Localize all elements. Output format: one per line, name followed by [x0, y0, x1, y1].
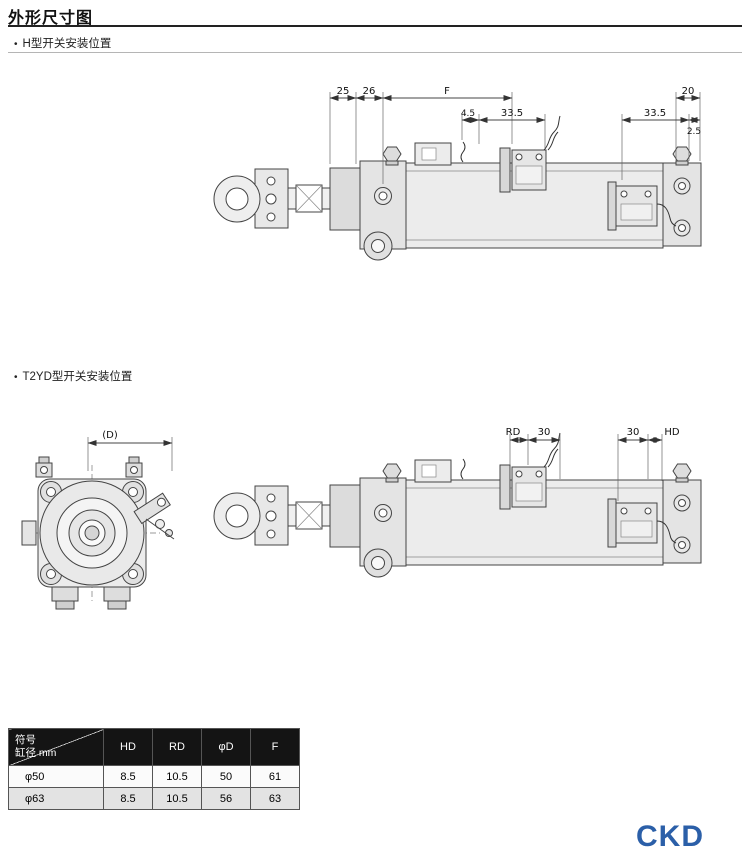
corner-bore-label: 缸径 mm — [15, 747, 57, 759]
table-corner-cell: 符号 缸径 mm — [8, 728, 104, 766]
dim-33-5-front-label: 33.5 — [501, 108, 523, 119]
dim-4-5-label: 4.5 — [461, 109, 475, 119]
side-tab — [21, 520, 37, 546]
bullet-icon: • — [14, 39, 18, 50]
dim-D-label: (D) — [102, 430, 118, 441]
end-view-flange — [21, 456, 175, 610]
value-cell: 61 — [250, 765, 300, 788]
dim-25-label: 25 — [337, 86, 350, 97]
dim-30-rear-label: 30 — [627, 427, 640, 438]
col-header-hd: HD — [103, 728, 153, 766]
dim-30-front-label: 30 — [538, 427, 551, 438]
mount-bolt-hole — [46, 487, 56, 497]
section-h-type-label: H型开关安装位置 — [22, 38, 112, 50]
dim-RD-label: RD — [506, 427, 521, 438]
end-view-drawing: (D) — [21, 430, 175, 610]
dim-26-label: 26 — [363, 86, 376, 97]
t2yd-switch-bracket — [133, 492, 171, 525]
dim-2-5-label: 2.5 — [687, 127, 701, 137]
corner-symbol-label: 符号 — [15, 734, 36, 746]
ckd-logo: CKD — [636, 820, 704, 853]
end-view-dimension: (D) — [87, 430, 173, 471]
value-cell: 8.5 — [103, 787, 153, 810]
bore-63-cell: φ63 — [8, 787, 104, 810]
table-row: φ50 8.5 10.5 50 61 — [8, 765, 300, 788]
section-t2yd: • T2YD型开关安装位置 — [14, 368, 132, 384]
h-type-drawing: 25 26 F 20 4.5 33.5 33.5 2.5 — [213, 86, 702, 261]
section-t2yd-label: T2YD型开关安装位置 — [22, 371, 133, 383]
foot-left — [51, 586, 79, 602]
section-rule — [8, 52, 742, 53]
bore-50-cell: φ50 — [8, 765, 104, 788]
page-title: 外形尺寸图 — [8, 10, 94, 27]
value-cell: 56 — [201, 787, 251, 810]
mount-bolt-hole — [128, 487, 138, 497]
value-cell: 10.5 — [152, 765, 202, 788]
t2yd-dimensions: RD 30 30 HD — [506, 427, 680, 501]
dimension-table: 符号 缸径 mm HD RD φD F φ50 8.5 10.5 50 61 φ… — [8, 728, 300, 810]
value-cell: 10.5 — [152, 787, 202, 810]
mount-bolt-hole — [128, 569, 138, 579]
col-header-f: F — [250, 728, 300, 766]
dim-20-label: 20 — [682, 86, 695, 97]
value-cell: 50 — [201, 765, 251, 788]
h-type-dimensions: 25 26 F 20 4.5 33.5 33.5 2.5 — [329, 86, 701, 184]
dim-F-label: F — [444, 86, 450, 97]
value-cell: 8.5 — [103, 765, 153, 788]
table-row: φ63 8.5 10.5 56 63 — [8, 787, 300, 810]
dim-HD-label: HD — [664, 427, 680, 438]
foot-right — [103, 586, 131, 602]
col-header-rd: RD — [152, 728, 202, 766]
col-header-d: φD — [201, 728, 251, 766]
section-h-type: • H型开关安装位置 — [14, 35, 111, 51]
value-cell: 63 — [250, 787, 300, 810]
title-rule — [8, 25, 742, 27]
table-header-row: 符号 缸径 mm HD RD φD F — [8, 728, 300, 766]
bullet-icon: • — [14, 372, 18, 383]
mount-bolt-hole — [46, 569, 56, 579]
dim-33-5-rear-label: 33.5 — [644, 108, 666, 119]
t2yd-side-drawing: RD 30 30 HD — [213, 427, 702, 578]
